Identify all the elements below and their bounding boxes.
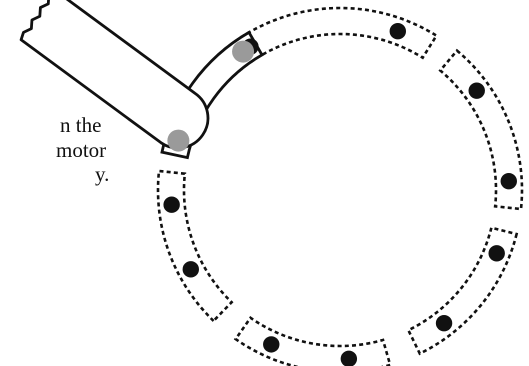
caption-line-1: n the bbox=[60, 113, 102, 137]
caption-line-3: y. bbox=[95, 162, 110, 186]
active-bead-2 bbox=[232, 40, 255, 63]
bead-2-2 bbox=[500, 172, 517, 190]
bead-4-1 bbox=[340, 350, 358, 366]
bead-3-2 bbox=[435, 314, 453, 332]
beads bbox=[163, 22, 517, 366]
dashed-segment-2 bbox=[438, 48, 524, 211]
pointer-arm-shape bbox=[19, 0, 210, 150]
dashed-segment-3 bbox=[406, 226, 519, 356]
caption-line-2: motor bbox=[56, 138, 107, 162]
bead-1-2 bbox=[389, 22, 407, 40]
pointer-arm bbox=[19, 0, 210, 150]
bead-3-1 bbox=[488, 245, 505, 262]
active-bead-1 bbox=[167, 129, 190, 152]
dashed-segments bbox=[156, 6, 524, 366]
bead-5-1 bbox=[182, 261, 199, 278]
bead-5-2 bbox=[163, 196, 180, 213]
bead-4-2 bbox=[263, 336, 280, 353]
bead-2-1 bbox=[468, 82, 485, 99]
dashed-segment-5 bbox=[156, 169, 234, 323]
dashed-segment-4 bbox=[233, 315, 392, 366]
dashed-segment-1 bbox=[216, 6, 439, 76]
